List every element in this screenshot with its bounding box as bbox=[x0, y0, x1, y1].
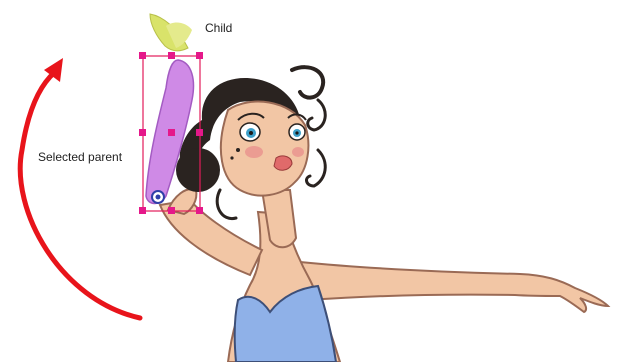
face bbox=[221, 102, 309, 196]
selection-handle-middle-left bbox=[139, 129, 146, 136]
selection-handle-top-left bbox=[139, 52, 146, 59]
selection-handle-top-middle bbox=[168, 52, 175, 59]
selection-handle-middle-right bbox=[196, 129, 203, 136]
selection-handle-bottom-left bbox=[139, 207, 146, 214]
selected-parent-label: Selected parent bbox=[38, 150, 122, 164]
raised-arm bbox=[160, 189, 262, 275]
child-label: Child bbox=[205, 21, 232, 35]
selection-handle-bottom-middle bbox=[168, 207, 175, 214]
selection-handle-bottom-right bbox=[196, 207, 203, 214]
pivot-point-icon[interactable] bbox=[152, 191, 164, 203]
selection-handle-center bbox=[168, 129, 175, 136]
right-arm bbox=[300, 262, 608, 312]
selection-handle-top-right bbox=[196, 52, 203, 59]
child-limb[interactable] bbox=[150, 14, 192, 51]
rotation-arrow-icon bbox=[20, 58, 140, 318]
dress bbox=[235, 286, 336, 362]
